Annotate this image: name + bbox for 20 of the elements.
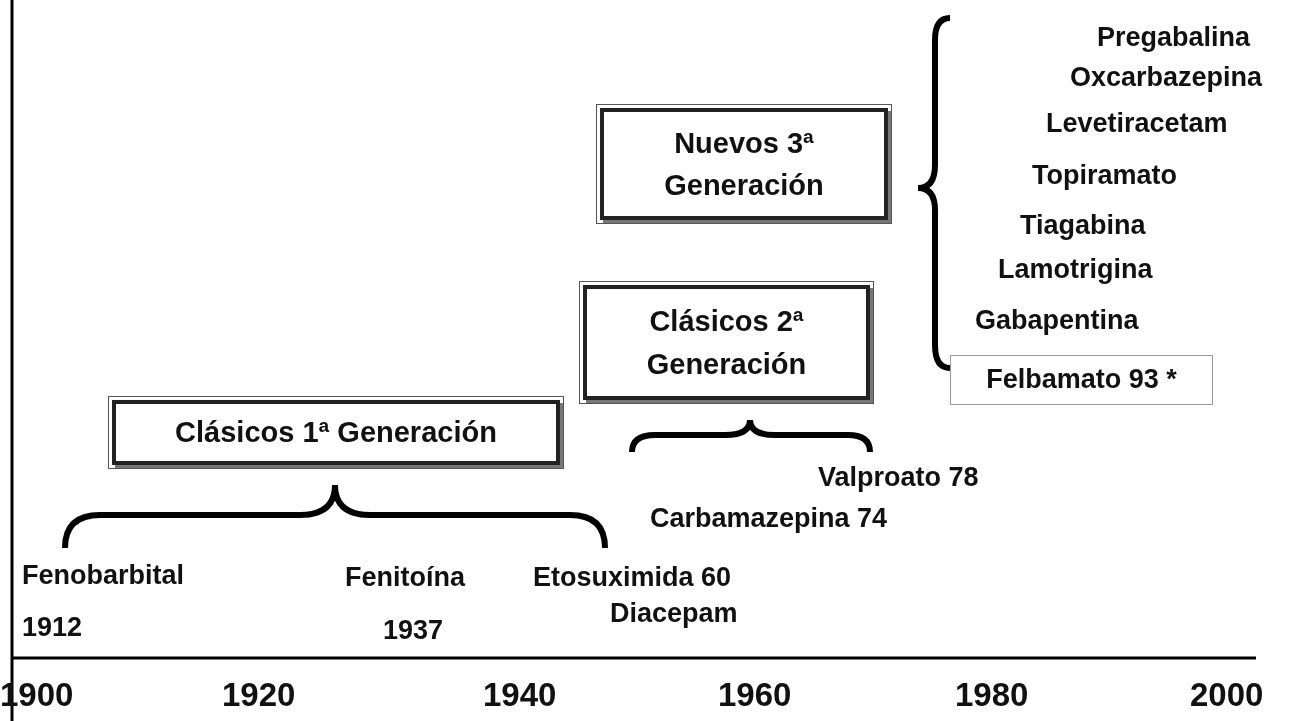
axis-year-label: 1940 [483, 678, 557, 711]
axis-year-label: 1920 [222, 678, 296, 711]
axis-year-label: 1980 [955, 678, 1029, 711]
drug-label: Lamotrigina [998, 256, 1153, 283]
drug-label: Diacepam [610, 600, 738, 627]
drug-label: Tiagabina [1020, 212, 1146, 239]
drug-label: Etosuximida 60 [533, 564, 732, 591]
drug-label: Fenitoína [345, 564, 465, 591]
drug-label: Carbamazepina 74 [650, 505, 888, 532]
drug-label: Oxcarbazepina [1070, 64, 1263, 91]
drug-label: Fenobarbital [22, 562, 184, 589]
year-label: 1937 [383, 617, 444, 644]
year-label: 1912 [22, 614, 83, 641]
drug-box: Felbamato 93 * [950, 355, 1213, 405]
drug-label: Pregabalina [1097, 24, 1251, 51]
axis-year-label: 2000 [1190, 678, 1264, 711]
axis-year-label: 1960 [718, 678, 792, 711]
drug-label: Levetiracetam [1046, 110, 1228, 137]
drug-label: Topiramato [1032, 162, 1177, 189]
drug-label: Valproato 78 [818, 464, 979, 491]
